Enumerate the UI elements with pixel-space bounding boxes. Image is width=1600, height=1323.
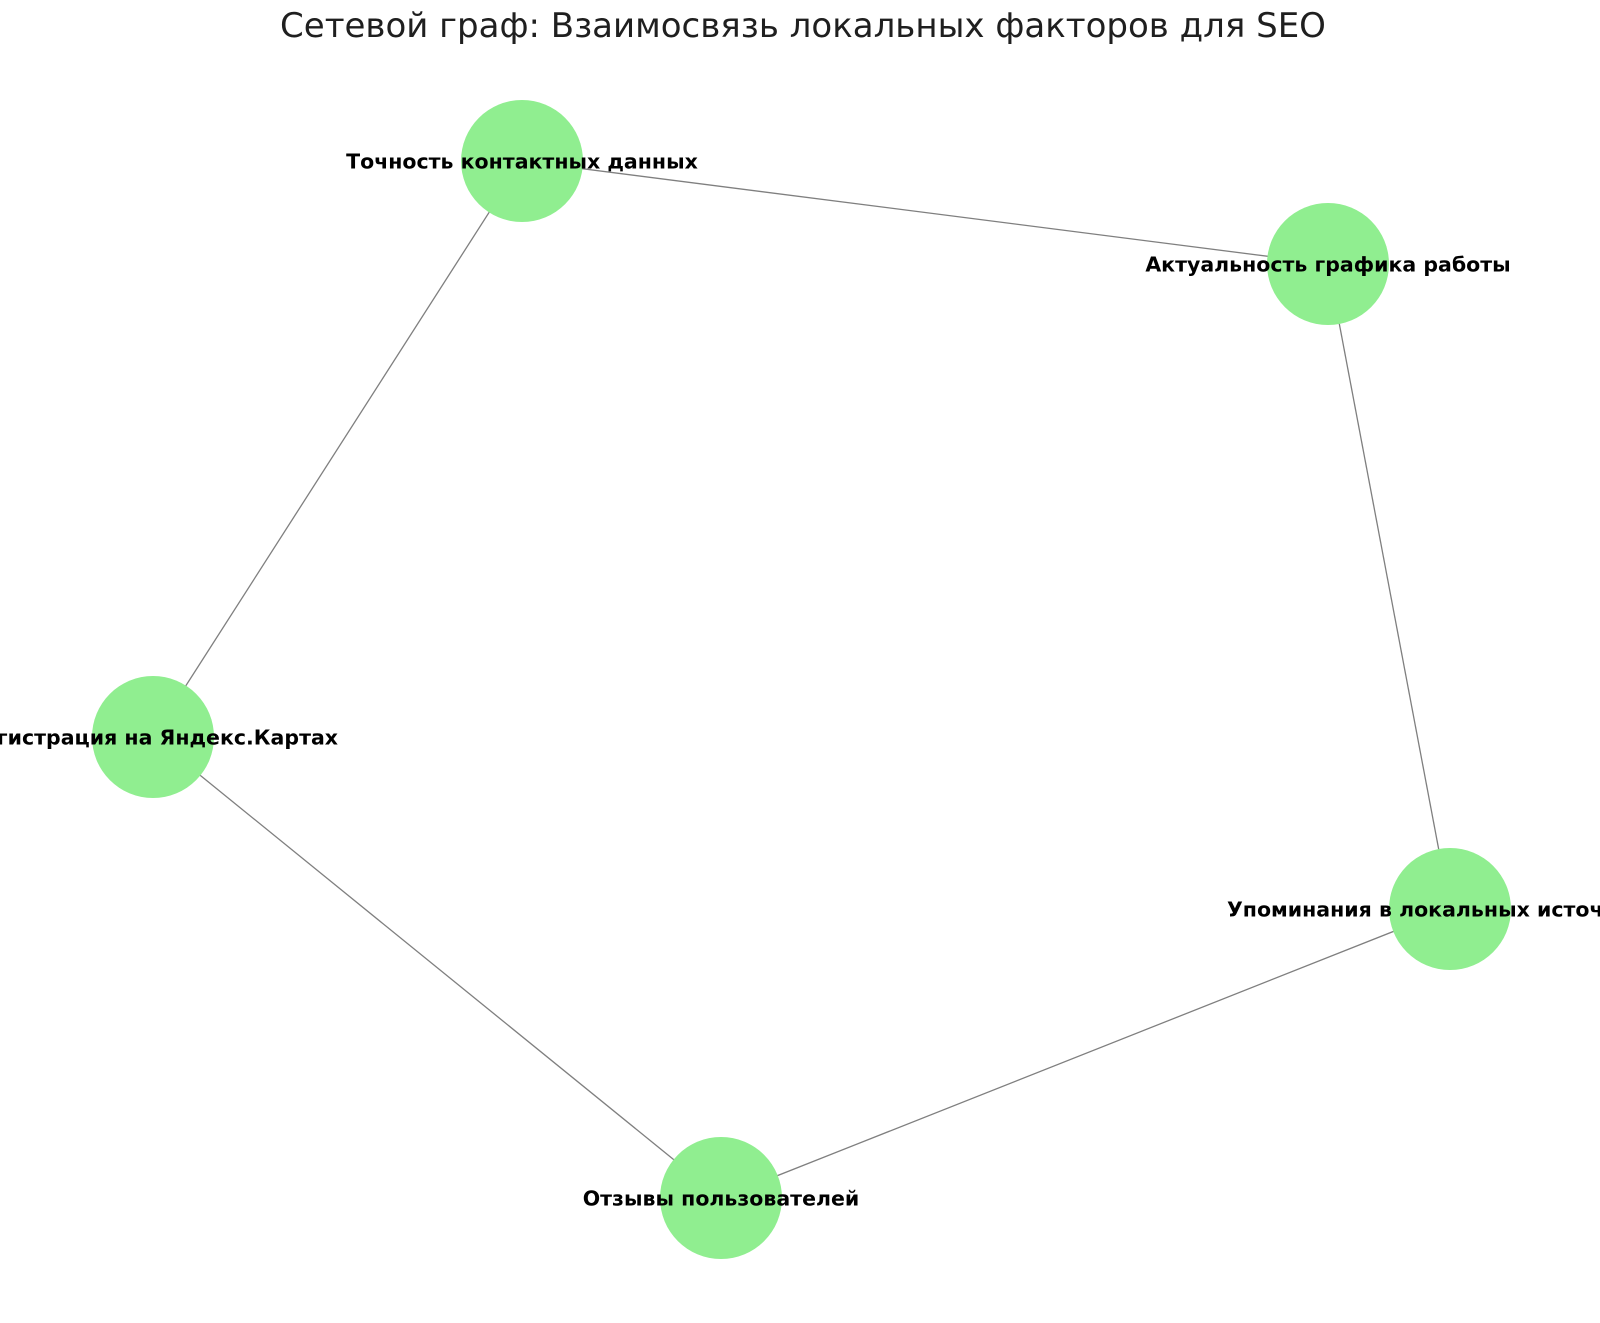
chart-title: Сетевой граф: Взаимосвязь локальных факт…: [280, 6, 1326, 46]
node-yandex-maps-registration: [92, 676, 214, 798]
node-label-work-schedule-freshness: Актуальность графика работы: [1145, 252, 1510, 276]
node-label-local-sources-mentions: Упоминания в локальных источниках: [1227, 897, 1600, 921]
edge-local-sources-mentions--user-reviews: [720, 908, 1451, 1199]
node-local-sources-mentions: [1389, 848, 1511, 970]
node-user-reviews: [660, 1137, 782, 1259]
edge-user-reviews--yandex-maps-registration: [152, 736, 722, 1199]
edge-contact-data-accuracy--work-schedule-freshness: [521, 160, 1329, 265]
node-label-user-reviews: Отзывы пользователей: [583, 1186, 860, 1210]
node-label-contact-data-accuracy: Точность контактных данных: [346, 149, 698, 173]
edge-yandex-maps-registration--contact-data-accuracy: [152, 160, 523, 738]
node-work-schedule-freshness: [1267, 203, 1389, 325]
node-label-yandex-maps-registration: Регистрация на Яндекс.Картах: [0, 725, 338, 749]
edge-work-schedule-freshness--local-sources-mentions: [1327, 263, 1451, 910]
node-contact-data-accuracy: [461, 100, 583, 222]
